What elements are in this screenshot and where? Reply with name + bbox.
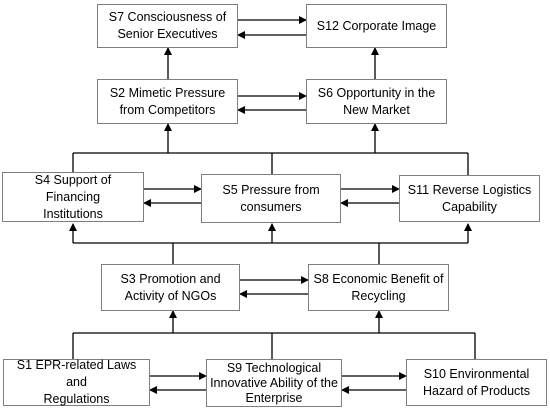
node-s6-line1: S6 Opportunity in the [317,85,436,100]
node-s1-line2: Regulations [43,392,110,406]
node-s7-line2: Senior Executives [117,27,218,41]
node-s12-line1: S12 Corporate Image [316,18,437,33]
node-s11-line2: Capability [442,199,497,214]
node-s9-line3: Enterprise [245,390,303,405]
node-s9-line1: S9 Technological [226,360,322,375]
node-s4-line2: Institutions [43,206,103,221]
node-s11-line1: S11 Reverse Logistics [407,182,532,197]
node-s2-line1: S2 Mimetic Pressure [109,85,226,100]
node-s10-line1: S10 Environmental [423,366,530,381]
node-s12: S12 Corporate Image [306,4,447,48]
node-s2: S2 Mimetic Pressure from Competitors [97,79,238,124]
node-s7-line1: S7 Consciousness of [108,10,227,24]
node-s5-line2: consumers [240,199,302,214]
node-s2-line2: from Competitors [119,102,216,117]
node-s5-line1: S5 Pressure from [222,182,320,197]
node-s9-line2: Innovative Ability of the [210,375,338,390]
node-s1-line1: S1 EPR-related Laws and [16,358,137,389]
node-s8: S8 Economic Benefit of Recycling [308,264,449,311]
node-s3-line2: Activity of NGOs [124,288,217,303]
node-s8-line1: S8 Economic Benefit of [313,271,444,286]
node-s4-line1: S4 Support of Financing [34,172,112,204]
node-s7: S7 Consciousness of Senior Executives [97,4,238,48]
node-s10-line2: Hazard of Products [423,383,530,398]
node-s8-line2: Recycling [351,288,406,303]
node-s5: S5 Pressure from consumers [201,174,341,223]
node-s6-line2: New Market [343,102,410,117]
node-s3-line1: S3 Promotion and [120,271,221,286]
